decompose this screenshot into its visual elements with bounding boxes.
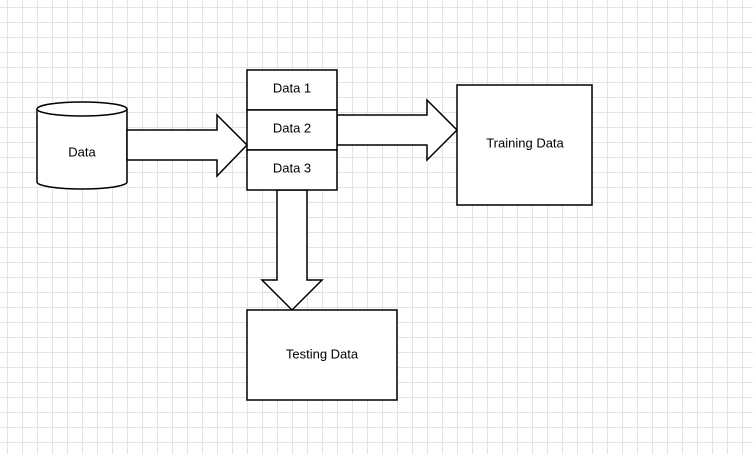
training-data-box[interactable]: Training Data xyxy=(456,84,593,206)
training-data-rect xyxy=(456,84,593,206)
split-row-3-label: Data 3 xyxy=(273,160,311,175)
split-row-1[interactable] xyxy=(246,69,338,111)
data-cylinder[interactable]: Data xyxy=(36,101,128,190)
cylinder-top xyxy=(36,101,128,117)
testing-data-rect xyxy=(246,309,398,401)
arrow-split-to-testing[interactable] xyxy=(260,189,324,312)
cylinder-body xyxy=(36,109,128,190)
split-row-2-label: Data 2 xyxy=(273,120,311,135)
split-row-3[interactable] xyxy=(246,149,338,191)
arrow-data-to-split[interactable] xyxy=(126,113,249,178)
testing-data-label: Testing Data xyxy=(286,346,359,361)
training-data-label: Training Data xyxy=(486,135,564,150)
testing-data-box[interactable]: Testing Data xyxy=(246,309,398,401)
cylinder-label: Data xyxy=(68,144,96,159)
split-row-1-label: Data 1 xyxy=(273,80,311,95)
arrow-split-to-training[interactable] xyxy=(336,98,459,162)
split-table: Data 1 Data 2 Data 3 xyxy=(246,69,338,191)
